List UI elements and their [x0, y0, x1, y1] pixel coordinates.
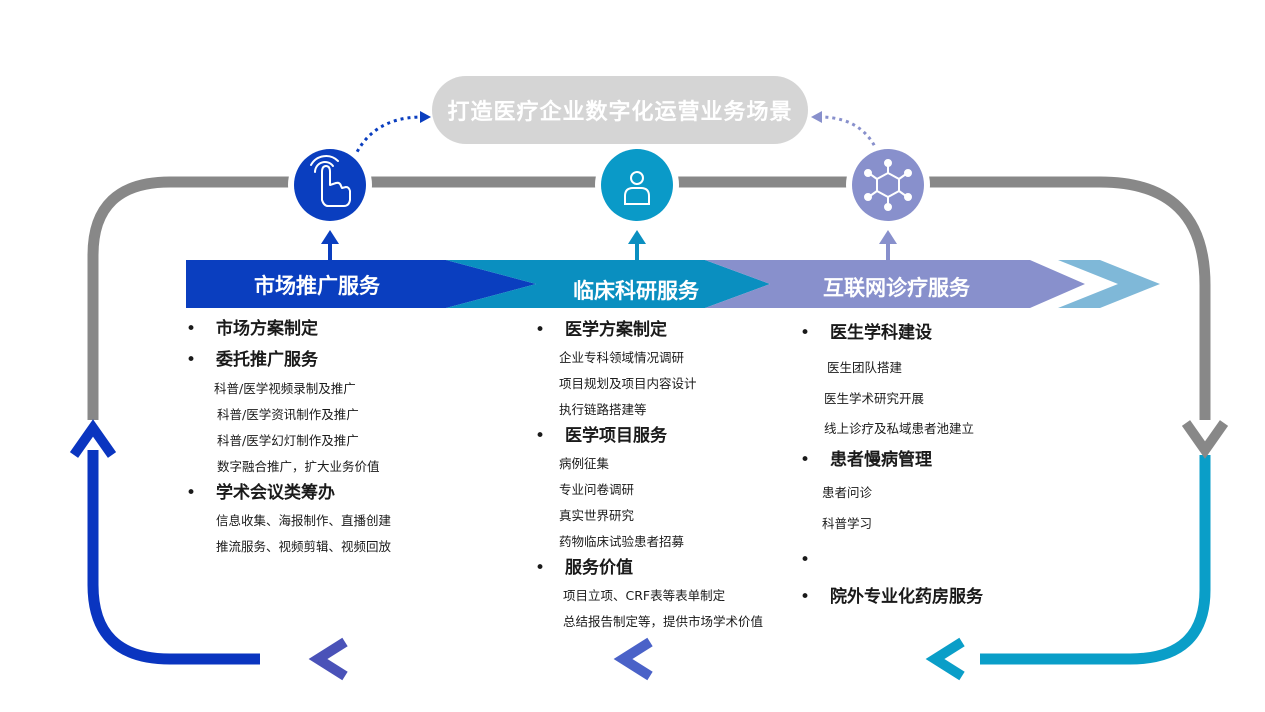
band-segment-lavender	[705, 260, 1085, 308]
list-item: 医生学术研究开展	[824, 391, 925, 406]
up-arrow-3	[879, 230, 897, 244]
dotted-arrow-left	[352, 115, 421, 159]
group-heading: 服务价值	[535, 557, 763, 579]
up-arrow-2	[628, 230, 646, 244]
list-item: 科普/医学资讯制作及推广	[217, 407, 359, 422]
bottom-chevron-1	[308, 637, 348, 681]
clinical-service-column: 医学方案制定 企业专科领域情况调研 项目规划及项目内容设计 执行链路搭建等 医学…	[535, 319, 763, 630]
group-heading: 市场方案制定	[186, 318, 391, 340]
list-item: 企业专科领域情况调研	[559, 350, 685, 365]
up-arrow-1	[321, 230, 339, 244]
band-label-clinical: 临床科研服务	[573, 279, 699, 303]
group-heading: 院外专业化药房服务	[800, 586, 983, 608]
list-item: 执行链路搭建等	[559, 402, 647, 417]
internet-service-column-tail: 院外专业化药房服务	[800, 586, 983, 608]
right-down-arrowhead	[1181, 420, 1229, 459]
list-item: 推流服务、视频剪辑、视频回放	[216, 539, 392, 554]
group-heading: 委托推广服务	[186, 349, 391, 371]
list-item: 真实世界研究	[559, 508, 635, 523]
network-icon	[864, 159, 912, 211]
scenario-title: 打造医疗企业数字化运营业务场景	[447, 100, 793, 125]
group-heading: 医生学科建设	[800, 322, 974, 344]
scenario-title-pill: 打造医疗企业数字化运营业务场景	[432, 76, 808, 144]
bottom-chevron-3	[925, 637, 965, 681]
empty-bullet: •	[800, 550, 811, 570]
list-item: 患者问诊	[822, 485, 873, 500]
list-item: 数字融合推广，扩大业务价值	[217, 459, 380, 474]
band-segment-teal	[446, 260, 770, 308]
band-label-internet: 互联网诊疗服务	[823, 276, 970, 300]
list-item: 总结报告制定等，提供市场学术价值	[563, 614, 764, 629]
band-label-market: 市场推广服务	[254, 274, 380, 298]
bottom-chevron-2	[613, 637, 653, 681]
list-item: 项目立项、CRF表等表单制定	[563, 588, 726, 603]
left-loop-track	[87, 450, 260, 665]
market-service-column: 市场方案制定 委托推广服务 科普/医学视频录制及推广 科普/医学资讯制作及推广 …	[186, 318, 391, 555]
internet-circle	[852, 149, 924, 221]
list-item: 线上诊疗及私域患者池建立	[824, 421, 975, 436]
left-up-arrowhead	[69, 419, 117, 458]
list-item: 项目规划及项目内容设计	[559, 376, 697, 391]
internet-service-column: 医生学科建设 医生团队搭建 医生学术研究开展 线上诊疗及私域患者池建立 患者慢病…	[800, 322, 974, 532]
band-end-arrow	[1058, 260, 1160, 308]
hand-touch-icon	[310, 155, 351, 207]
group-heading: 患者慢病管理	[800, 449, 974, 471]
list-item: 信息收集、海报制作、直播创建	[216, 513, 392, 528]
list-item: 专业问卷调研	[559, 482, 635, 497]
list-item: 药物临床试验患者招募	[559, 534, 685, 549]
list-item: 科普学习	[822, 516, 873, 531]
group-heading: 医学方案制定	[535, 319, 763, 341]
top-loop-track	[87, 176, 1211, 420]
group-heading: 医学项目服务	[535, 425, 763, 447]
list-item: 科普/医学视频录制及推广	[214, 381, 356, 396]
band-segment-blue	[186, 260, 536, 308]
list-item: 病例征集	[559, 456, 610, 471]
person-icon	[624, 171, 650, 205]
right-loop-track	[980, 455, 1211, 665]
list-item: 医生团队搭建	[827, 360, 903, 375]
group-heading: 学术会议类筹办	[186, 482, 391, 504]
list-item: 科普/医学幻灯制作及推广	[217, 433, 359, 448]
